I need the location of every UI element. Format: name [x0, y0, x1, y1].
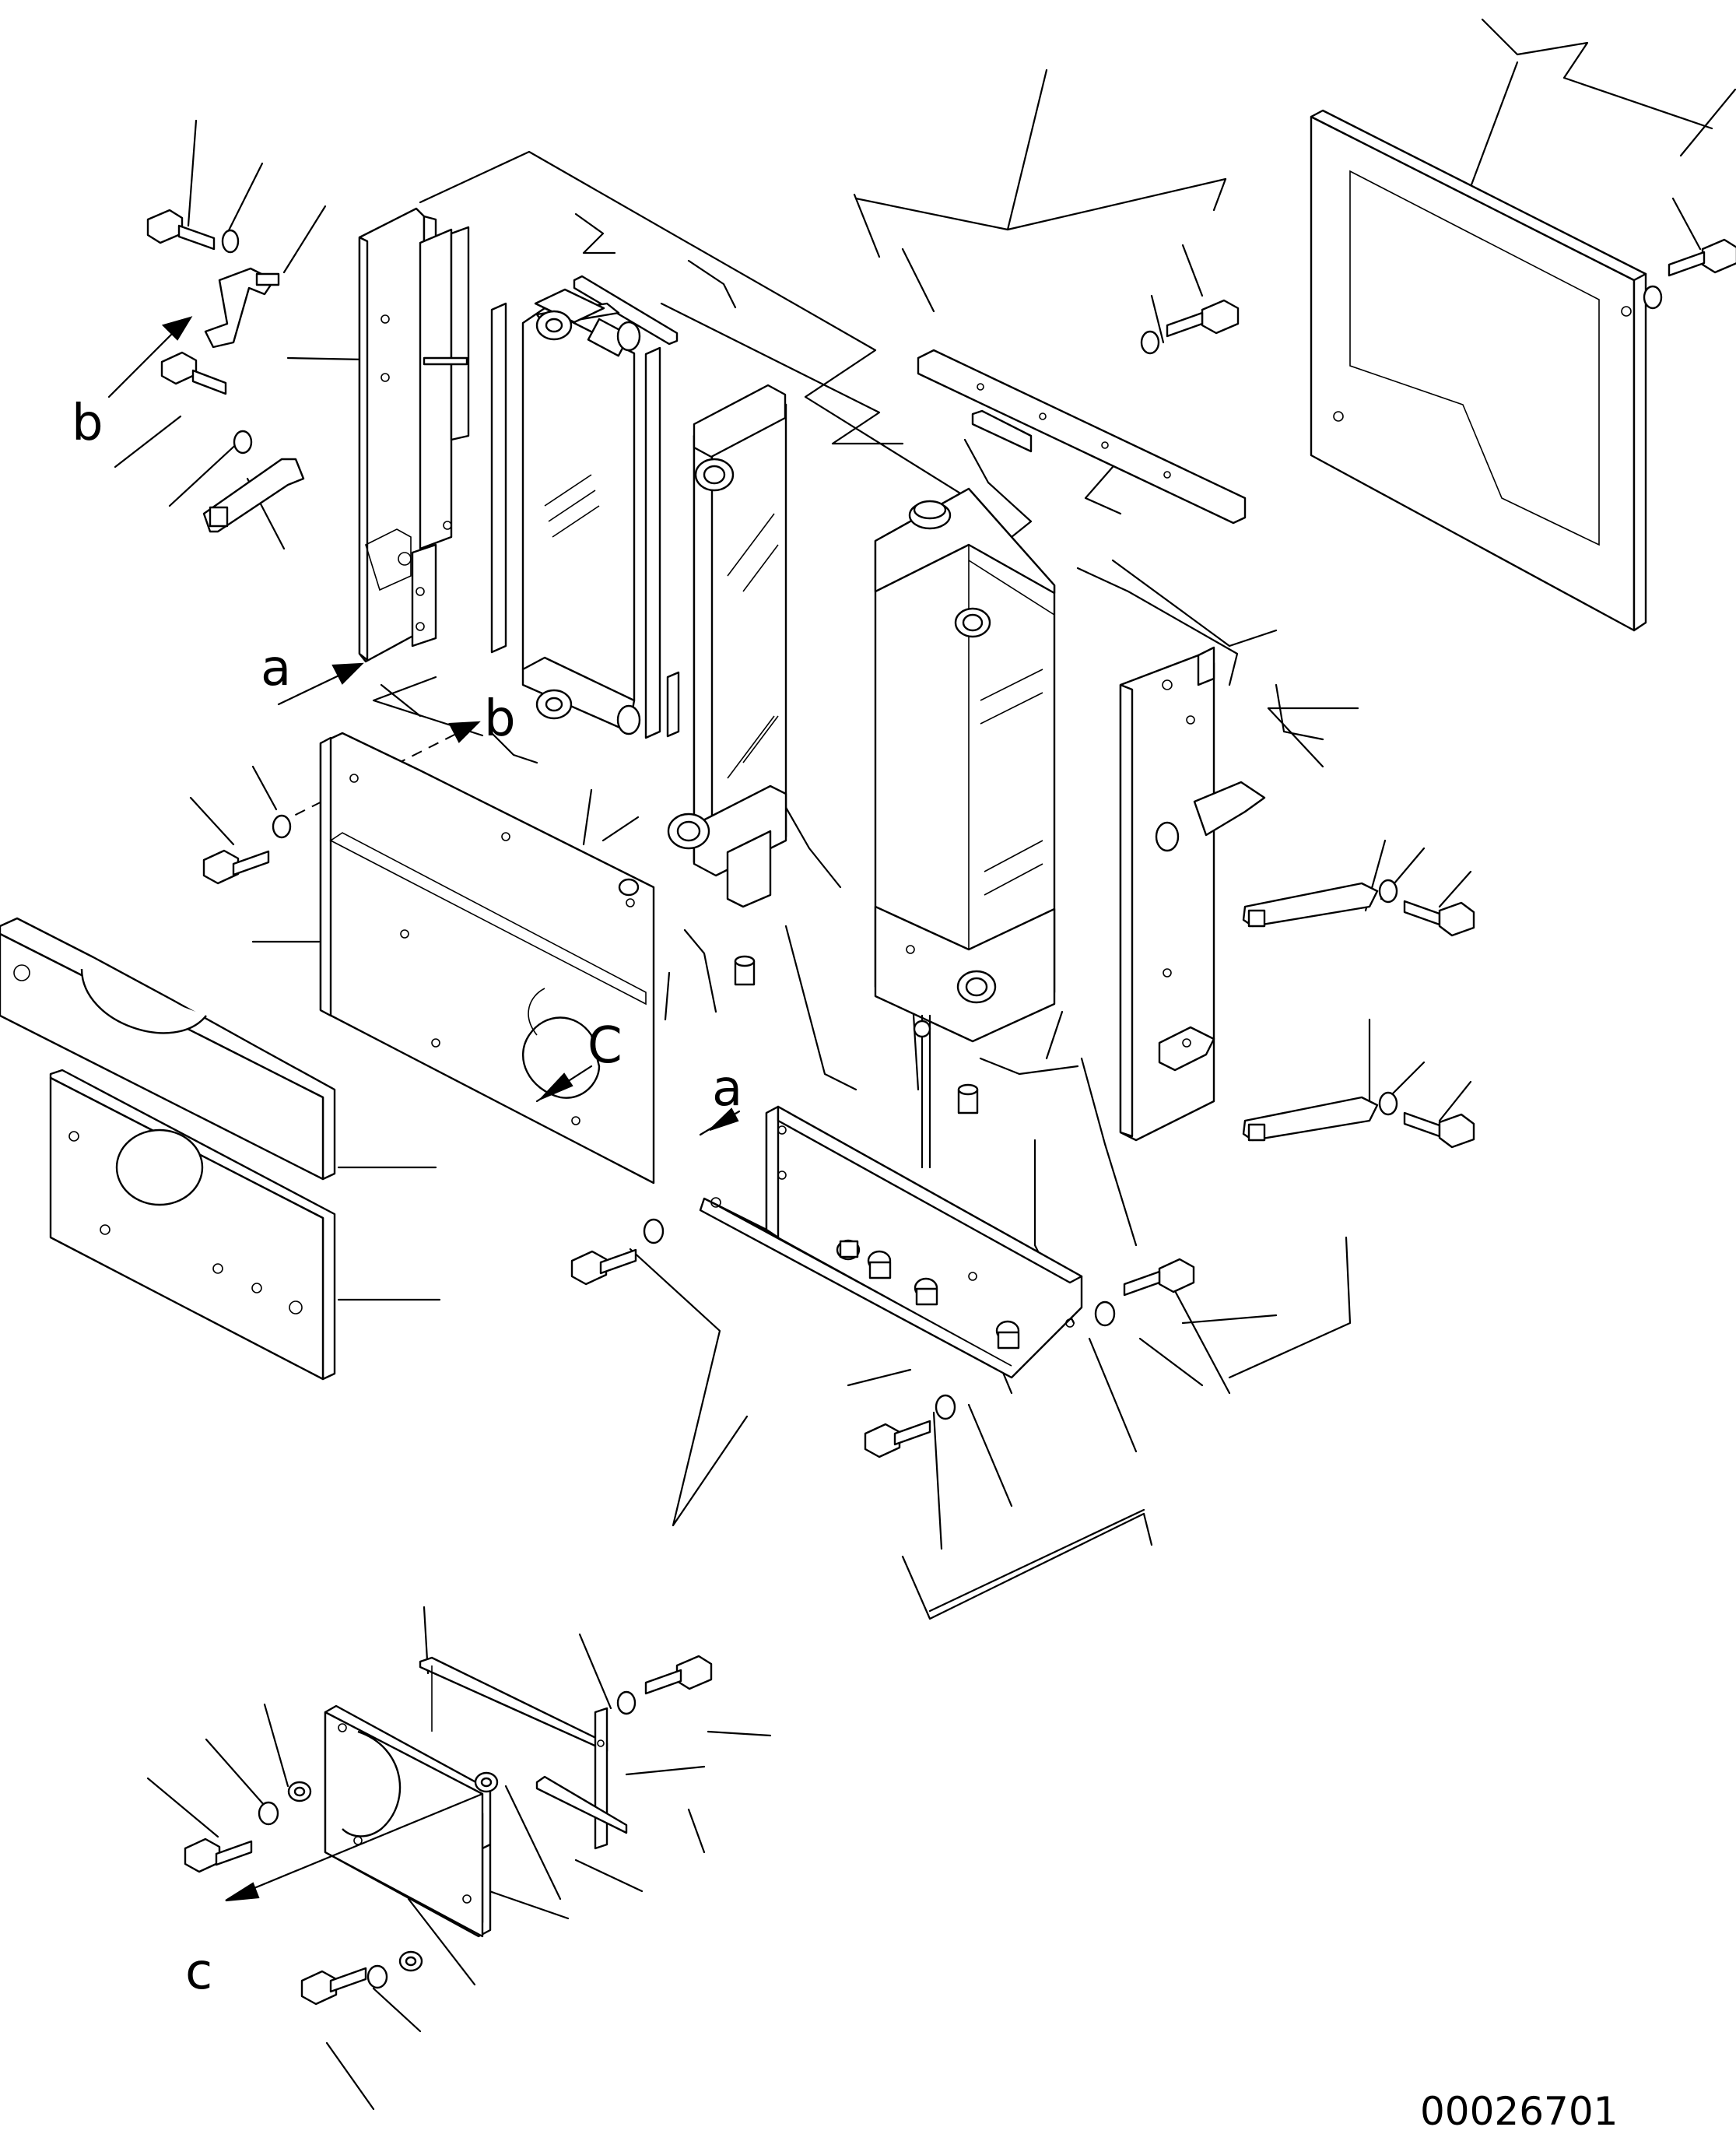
sponge-seal-lower: [51, 1070, 335, 1379]
bolt-lower-center-left: [572, 1250, 636, 1284]
bottom-washer-right: [618, 1692, 635, 1714]
label-b-mid: b: [484, 690, 516, 748]
bolt-lower-center-right: [1124, 1259, 1194, 1295]
lower-mounting-bracket: [700, 1107, 1082, 1378]
seal-strip-left: [492, 304, 506, 652]
seal-strip-top: [574, 276, 677, 344]
stay-bracket-right-upper: [1243, 883, 1377, 926]
washer-top-left: [223, 230, 238, 252]
arrow-c-bottom: [226, 1794, 482, 1901]
arrow-a-bottom: [700, 1109, 739, 1135]
washer-right-upper: [1380, 880, 1397, 902]
bolt-top-left: [148, 210, 214, 249]
stay-bracket-upper: [205, 269, 279, 347]
label-c-bottom: c: [185, 1943, 212, 2001]
bottom-washer-left-1: [259, 1802, 278, 1824]
front-shroud-panel: [321, 733, 654, 1183]
bolt-right-lower: [1405, 1113, 1474, 1147]
bottom-cover-plate: [325, 1706, 490, 1936]
bolt-lower-center: [865, 1421, 930, 1457]
washer-top-center: [1142, 332, 1159, 353]
fan-shroud-frame: [1311, 111, 1646, 630]
label-c-mid: C: [587, 1017, 623, 1075]
bolt-top-right: [1669, 240, 1736, 276]
washer-lower-center-right: [1096, 1302, 1114, 1325]
washer-mid-left: [234, 431, 251, 453]
stay-bracket-lower: [204, 459, 303, 532]
stay-bracket-right-lower: [1243, 1097, 1377, 1140]
cushion-lower: [959, 1085, 977, 1113]
cushion-upper: [735, 956, 754, 985]
aftercooler: [668, 385, 786, 907]
label-a-top: a: [261, 640, 291, 697]
top-stay-bar: [918, 350, 1245, 523]
drawing-number: 00026701: [1420, 2089, 1619, 2134]
drain-hose: [914, 1016, 930, 1167]
bottom-washer-lower-2: [400, 1952, 422, 1971]
bolt-right-upper: [1405, 901, 1474, 935]
arrow-b-top: [109, 318, 191, 397]
left-side-shroud: [359, 209, 468, 662]
seal-strip-small: [668, 672, 679, 736]
washer-lower-left: [273, 816, 290, 837]
right-side-shroud: [1121, 648, 1264, 1140]
arrow-c-mid: [537, 1066, 591, 1101]
small-clip-top: [973, 411, 1031, 451]
bottom-bolt-left: [185, 1839, 251, 1872]
bottom-vertical-bar: [595, 1708, 607, 1848]
bottom-stay-lower: [537, 1777, 626, 1833]
bottom-bolt-lower: [302, 1968, 366, 2004]
washer-right-lower: [1380, 1093, 1397, 1114]
label-a-bottom: a: [712, 1060, 742, 1118]
arrow-a-top: [279, 664, 362, 704]
bottom-bolt-right: [646, 1656, 711, 1694]
leader-lines: [115, 19, 1735, 2109]
bottom-washer-left-2: [289, 1782, 310, 1801]
sponge-seal-upper: [0, 918, 335, 1179]
hydraulic-oil-cooler: [523, 290, 640, 734]
bolt-mid-left: [162, 353, 226, 394]
bottom-stay-upper: [420, 1658, 607, 1751]
seal-strip-right: [646, 348, 660, 738]
washer-lower-center: [936, 1395, 955, 1419]
radiator: [875, 489, 1054, 1041]
bottom-washer-lower-1: [368, 1966, 387, 1988]
bolt-lower-left: [204, 851, 268, 883]
label-b-top: b: [72, 395, 103, 452]
washer-top-right: [1644, 286, 1661, 308]
bolt-top-center: [1167, 300, 1238, 336]
washer-lower-center-left: [644, 1220, 663, 1243]
bottom-washer-center: [475, 1773, 497, 1792]
